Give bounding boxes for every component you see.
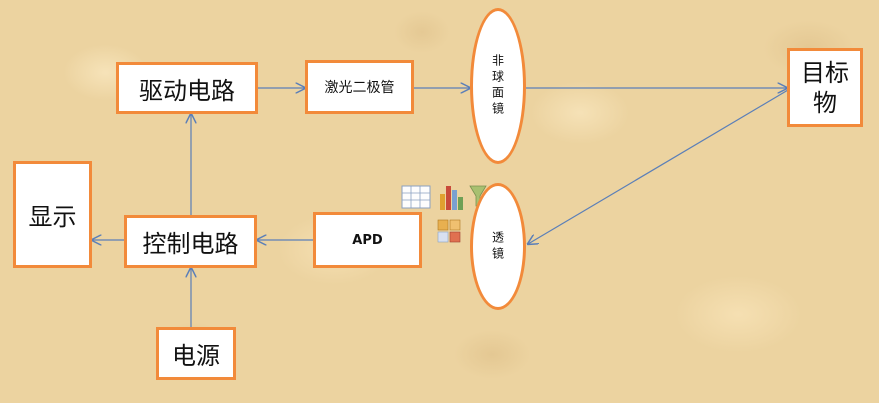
aspheric-mirror-lens: 非球面镜 bbox=[470, 8, 526, 164]
arrow-target-to-lens bbox=[528, 89, 789, 244]
laser-diode-box: 激光二极管 bbox=[305, 60, 414, 114]
chart-tools-icon bbox=[401, 185, 487, 243]
power-box: 电源 bbox=[156, 327, 236, 380]
control-circuit-box: 控制电路 bbox=[124, 215, 257, 268]
apd-box: APD bbox=[313, 212, 422, 268]
lens-label: 透镜 bbox=[490, 230, 505, 263]
aspheric-mirror-label: 非球面镜 bbox=[490, 54, 505, 118]
display-box: 显示 bbox=[13, 161, 92, 268]
drive-circuit-box: 驱动电路 bbox=[116, 62, 258, 114]
lens-ellipse: 透镜 bbox=[470, 183, 526, 310]
target-box: 目标物 bbox=[787, 48, 863, 127]
target-label: 目标物 bbox=[801, 58, 849, 117]
